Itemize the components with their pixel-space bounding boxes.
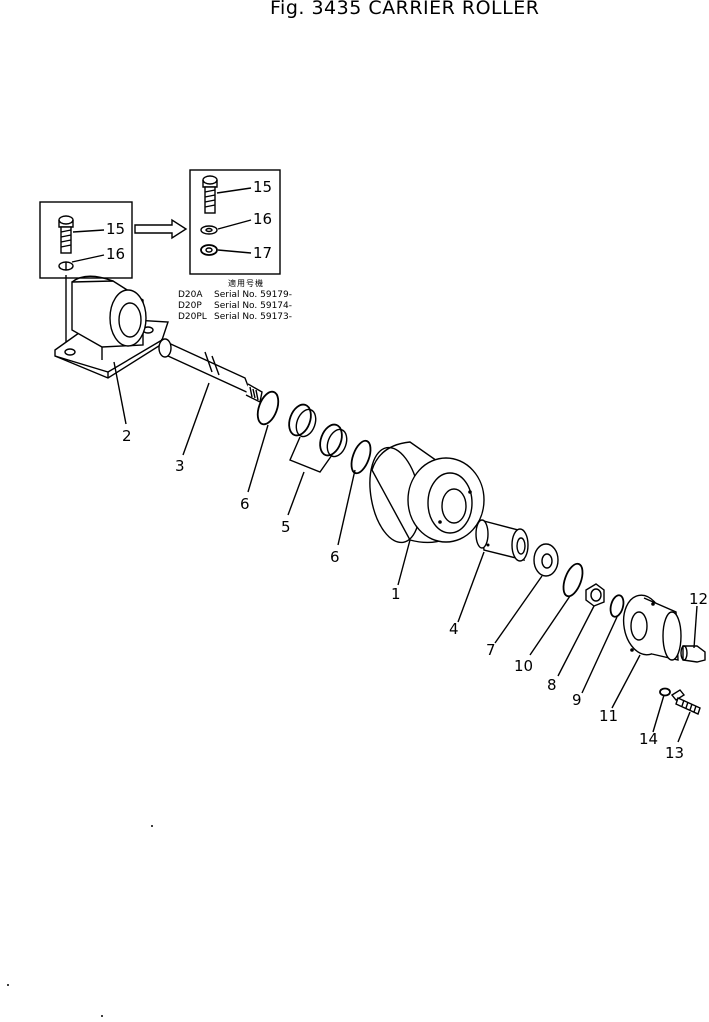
model-d20pl: D20PL — [178, 312, 207, 322]
cover-part-10 — [622, 594, 682, 661]
serial-d20p: Serial No. 59174- — [214, 301, 292, 311]
washer-16-right-icon — [200, 225, 218, 235]
bolt-15-left-icon — [58, 215, 74, 254]
label-part-6-left: 6 — [240, 495, 250, 513]
model-d20a: D20A — [178, 290, 203, 300]
scan-specks — [7, 825, 153, 1017]
figure-title: Fig. 3435 CARRIER ROLLER — [270, 0, 540, 19]
o-ring-part-12 — [562, 562, 584, 598]
serial-d20a: Serial No. 59179- — [214, 290, 292, 300]
serial-d20pl: Serial No. 59173- — [214, 312, 292, 322]
label-part-7: 7 — [486, 641, 496, 659]
shaft-part-3 — [158, 338, 263, 404]
label-part-2: 2 — [122, 427, 132, 445]
inset-right-frame — [189, 169, 281, 275]
inset-left: 15 16 — [39, 201, 133, 279]
label-part-3: 3 — [175, 457, 185, 475]
washer-part-14 — [659, 687, 671, 697]
label-part-9: 9 — [572, 691, 582, 709]
bolt-part-13 — [670, 689, 701, 715]
replacement-arrow-icon — [134, 218, 188, 240]
label-part-6-right: 6 — [330, 548, 340, 566]
label-part-1: 1 — [391, 585, 401, 603]
inset-right: 15 16 17 — [189, 169, 281, 275]
o-ring-part-6-right — [350, 439, 372, 475]
label-part-8: 8 — [547, 676, 557, 694]
inset-left-frame — [39, 201, 133, 279]
bushing-part-4 — [475, 519, 529, 562]
label-part-5: 5 — [281, 518, 291, 536]
label-part-14: 14 — [639, 730, 658, 748]
bracket-part-2 — [54, 275, 169, 379]
washer-16-left-icon — [58, 261, 74, 271]
label-part-13: 13 — [665, 744, 684, 762]
leader-lines — [113, 361, 698, 743]
label-part-11: 12 — [689, 590, 708, 608]
label-part-12: 10 — [514, 657, 533, 675]
washer-17-right-icon — [200, 244, 218, 256]
snap-ring-part-9 — [609, 594, 625, 618]
nut-part-8 — [585, 583, 605, 607]
label-part-10: 11 — [599, 707, 618, 725]
model-d20p: D20P — [178, 301, 202, 311]
applicability-heading: 適用号機 — [228, 278, 264, 288]
label-part-4: 4 — [449, 620, 459, 638]
bolt-15-right-icon — [202, 175, 218, 214]
applicability-table: 適用号機 D20A Serial No. 59179- D20P Serial … — [178, 278, 292, 322]
inset-right-label-16: 16 — [253, 210, 272, 228]
part-number-labels: 2 3 6 5 6 1 4 7 10 8 9 11 12 14 13 — [122, 427, 708, 762]
inset-right-label-15: 15 — [253, 178, 272, 196]
inset-left-label-15: 15 — [106, 220, 125, 238]
seal-part-5 — [288, 403, 348, 458]
inset-left-label-16: 16 — [106, 245, 125, 263]
plug-part-11 — [680, 645, 706, 663]
o-ring-part-6-left — [256, 390, 280, 426]
roller-part-1 — [369, 441, 485, 544]
washer-part-7 — [533, 543, 559, 577]
inset-right-label-17: 17 — [253, 244, 272, 262]
